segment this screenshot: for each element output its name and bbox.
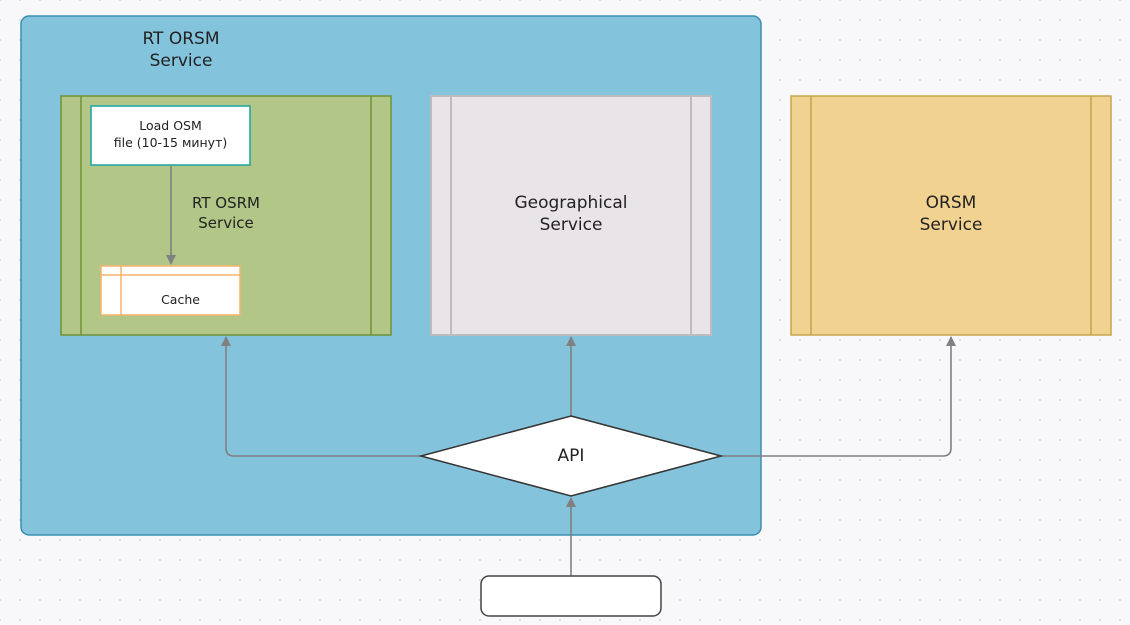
rt-osrm-service-line1: RT OSRM (192, 194, 260, 212)
container-title-line2: Service (149, 51, 213, 72)
api-diamond[interactable] (418, 415, 724, 497)
orsm-service-line1: ORSM (925, 193, 977, 213)
arrow-api-to-orsm (721, 336, 956, 457)
orsm-service-box[interactable] (790, 95, 1112, 336)
geographical-service-label: Geographical Service (451, 192, 691, 237)
geographical-service-box[interactable] (430, 95, 712, 336)
rt-osrm-service-label: RT OSRM Service (161, 194, 291, 234)
orsm-service-label: ORSM Service (811, 192, 1091, 237)
cache-label-text: Cache (161, 292, 200, 307)
load-osm-line2: file (10-15 минут) (113, 134, 228, 150)
rt-osrm-service-line2: Service (198, 213, 254, 232)
geographical-service-line1: Geographical (514, 193, 628, 213)
api-label-text: API (557, 446, 585, 466)
load-osm-line1: Load OSM (139, 118, 202, 133)
load-osm-file-box[interactable] (90, 105, 251, 166)
load-osm-label: Load OSM file (10-15 минут) (91, 118, 250, 151)
cache-box[interactable] (100, 265, 241, 316)
orsm-service-line2: Service (919, 215, 983, 236)
api-label: API (521, 445, 621, 467)
geographical-service-line2: Service (539, 215, 603, 236)
container-title: RT ORSM Service (101, 28, 261, 73)
client-box[interactable] (480, 575, 662, 617)
container-title-line1: RT ORSM (142, 29, 220, 49)
cache-label: Cache (121, 292, 240, 309)
arrow-api-to-rt-osrm (221, 336, 421, 457)
